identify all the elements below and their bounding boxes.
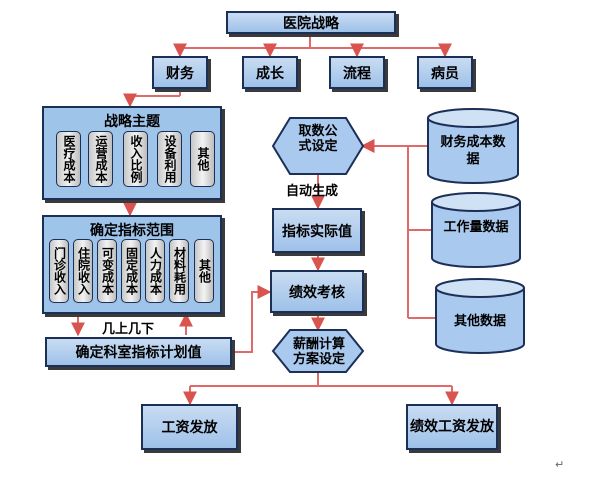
database-cylinder-finance — [427, 108, 519, 184]
indicator-range-title: 确定指标范围 — [90, 223, 174, 239]
database-label-other: 其他数据 — [453, 314, 506, 329]
database-cylinder-other — [435, 278, 525, 354]
hospital-strategy-box: 医院战略 — [226, 11, 396, 34]
strategy-item-equipment-use: 设备利用 — [157, 131, 182, 187]
strategy-item-medical-cost: 医疗成本 — [56, 131, 81, 187]
strategy-theme-panel: 战略主题 医疗成本 运营成本 收入比例 设备利用 其他 — [42, 106, 222, 200]
perspective-growth: 成长 — [242, 56, 298, 89]
salary-plan-hexagon — [271, 329, 365, 373]
paragraph-mark: ↵ — [555, 458, 565, 471]
actual-value-box: 指标实际值 — [272, 208, 362, 253]
database-cylinder-workload — [431, 192, 521, 268]
strategy-item-operating-cost: 运营成本 — [88, 131, 113, 187]
auto-generate-label: 自动生成 — [286, 184, 339, 199]
database-label-workload: 工作量数据 — [443, 220, 509, 235]
salary-plan-label: 薪酬计算方案设定 — [292, 337, 345, 367]
perspective-patient: 病员 — [417, 56, 473, 89]
indicator-item-other: 其他 — [194, 239, 214, 303]
up-down-label: 几上几下 — [102, 322, 155, 337]
indicator-item-variable-cost: 可变成本 — [97, 239, 117, 303]
indicator-range-panel: 确定指标范围 门诊收入 住院收入 可变成本 固定成本 人力成本 材料耗用 其他 — [42, 215, 222, 314]
database-label-finance: 财务成本数据 — [440, 135, 506, 167]
performance-wage-payment-box: 绩效工资发放 — [406, 404, 498, 450]
perspective-process: 流程 — [329, 56, 385, 89]
indicator-item-labor-cost: 人力成本 — [145, 239, 165, 303]
wage-payment-box: 工资发放 — [141, 404, 238, 450]
indicator-item-outpatient-revenue: 门诊收入 — [49, 239, 69, 303]
perspective-finance: 财务 — [152, 56, 208, 89]
plan-value-box: 确定科室指标计划值 — [45, 337, 232, 367]
performance-assessment-box: 绩效考核 — [270, 270, 364, 313]
formula-label: 取数公式设定 — [298, 124, 338, 154]
strategy-item-revenue-ratio: 收入比例 — [123, 131, 148, 187]
indicator-item-fixed-cost: 固定成本 — [121, 239, 141, 303]
strategy-item-other: 其他 — [190, 131, 215, 187]
strategy-theme-title: 战略主题 — [104, 114, 160, 130]
formula-hexagon — [271, 117, 365, 175]
indicator-item-inpatient-revenue: 住院收入 — [73, 239, 93, 303]
indicator-item-material-use: 材料耗用 — [169, 239, 189, 303]
